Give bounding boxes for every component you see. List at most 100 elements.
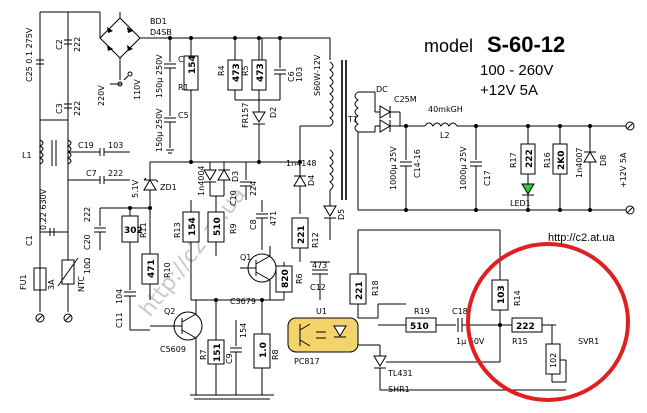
r7-value: 151 bbox=[213, 343, 223, 362]
r13-value: 154 bbox=[188, 217, 198, 236]
c17-label: C17 bbox=[483, 170, 492, 186]
sw-110-label: 110V bbox=[133, 79, 142, 100]
zd1-value: 5.1V bbox=[131, 179, 140, 198]
led1-label: LED1 bbox=[510, 199, 531, 208]
r5-label: R5 bbox=[241, 65, 250, 76]
r1-value: 154 bbox=[188, 55, 198, 74]
tl431-label: TL431 bbox=[387, 369, 413, 378]
fu1-value: 3A bbox=[47, 279, 56, 290]
c6-value: 103 bbox=[295, 67, 304, 82]
pc817-optocoupler bbox=[287, 317, 359, 353]
r4-value: 473 bbox=[232, 63, 242, 82]
r6-value: 820 bbox=[281, 269, 291, 288]
r15-value: 222 bbox=[516, 322, 535, 332]
r1-label: R1 bbox=[178, 83, 189, 92]
c3-value: 222 bbox=[73, 101, 82, 116]
c4-value: 150μ 250V bbox=[155, 54, 164, 98]
c9-label: C9 bbox=[225, 353, 234, 364]
d8-type: 1n4007 bbox=[575, 147, 584, 178]
ntc-label: NTC bbox=[77, 276, 86, 292]
l2-label: L2 bbox=[440, 131, 450, 140]
r12-value: 221 bbox=[297, 225, 307, 244]
d4-label: D4 bbox=[307, 175, 316, 186]
d3-label: D3 bbox=[231, 171, 240, 182]
r16-value: 2K0 bbox=[557, 151, 567, 171]
r9-value: 510 bbox=[213, 217, 223, 236]
output-rectifier bbox=[358, 92, 635, 215]
transformer-t1 bbox=[299, 60, 375, 210]
r8-label: R8 bbox=[271, 349, 280, 360]
r19-label: R19 bbox=[414, 307, 430, 316]
c14-value: 1000μ 25V bbox=[389, 146, 398, 190]
led1-icon bbox=[521, 183, 535, 195]
u1-label: U1 bbox=[316, 307, 327, 316]
r10-label: R10 bbox=[163, 262, 172, 278]
r12-label: R12 bbox=[311, 232, 320, 248]
c10-label: C10 bbox=[229, 190, 238, 206]
d8-label: D8 bbox=[599, 155, 608, 166]
c4-label: C4 bbox=[178, 55, 189, 64]
c20-label: C20 bbox=[83, 234, 92, 250]
c9-value: 154 bbox=[239, 323, 248, 338]
d5-label: D5 bbox=[337, 209, 346, 220]
c10-value: 224 bbox=[249, 181, 258, 196]
model-label: model bbox=[424, 36, 474, 56]
r14-value: 103 bbox=[497, 285, 507, 304]
r14-label: R14 bbox=[513, 290, 522, 306]
c25-label: C25 0.1 275V bbox=[25, 27, 34, 82]
bridge-rectifier bbox=[99, 12, 150, 87]
input-section bbox=[33, 11, 100, 323]
model-name: S-60-12 bbox=[487, 32, 566, 57]
c11-label: C11 bbox=[115, 312, 124, 328]
fu1-label: FU1 bbox=[19, 274, 28, 290]
r16-label: R16 bbox=[543, 152, 552, 168]
q1-label: Q1 bbox=[240, 253, 251, 262]
c1-value: 0.22 630V bbox=[39, 188, 48, 230]
c7-value: 222 bbox=[108, 169, 123, 178]
c12-label: C12 bbox=[310, 283, 326, 292]
c20-value: 222 bbox=[83, 207, 92, 222]
c8-label: C8 bbox=[249, 219, 258, 230]
r17-label: R17 bbox=[509, 152, 518, 168]
source-url: http://c2.at.ua bbox=[548, 232, 615, 244]
c19-label: C19 bbox=[78, 141, 94, 150]
input-range: 100 - 260V bbox=[480, 62, 554, 79]
r19-value: 510 bbox=[410, 322, 429, 332]
c17-value: 1000μ 25V bbox=[459, 146, 468, 190]
snubber-network bbox=[183, 38, 286, 162]
c7-label: C7 bbox=[86, 169, 97, 178]
dc-label: DC bbox=[376, 85, 388, 94]
r11-value: 302 bbox=[124, 226, 143, 236]
feedback-section bbox=[287, 229, 567, 391]
r18-label: R18 bbox=[371, 280, 380, 296]
q2-type: C5609 bbox=[160, 345, 186, 354]
c18-label: C18 bbox=[452, 307, 468, 316]
c5-value: 150μ 250V bbox=[155, 108, 164, 152]
c14-label: C14-16 bbox=[413, 149, 422, 178]
r5-value: 473 bbox=[256, 63, 266, 82]
u1-type: PC817 bbox=[294, 357, 320, 366]
r6-label: R6 bbox=[295, 273, 304, 284]
svr1-label: SVR1 bbox=[578, 337, 599, 346]
r7-label: R7 bbox=[199, 349, 208, 360]
c11-value: 104 bbox=[115, 289, 124, 304]
r15-label: R15 bbox=[512, 337, 528, 346]
bd1-type: D4SB bbox=[150, 28, 172, 37]
sw-220-label: 220V bbox=[97, 85, 106, 106]
output-spec: +12V 5A bbox=[480, 82, 538, 99]
c25m-label: C25M bbox=[394, 95, 417, 104]
c19-value: 103 bbox=[108, 141, 123, 150]
c2-label: C2 bbox=[55, 39, 64, 50]
c12-value: 473 bbox=[312, 261, 327, 270]
r18-value: 221 bbox=[355, 281, 365, 300]
output-label: +12V 5A bbox=[619, 152, 628, 188]
bd1-label: BD1 bbox=[150, 17, 167, 26]
r13-label: R13 bbox=[173, 222, 182, 238]
r9-label: R9 bbox=[229, 223, 238, 234]
q2-label: Q2 bbox=[164, 307, 175, 316]
r4-label: R4 bbox=[217, 65, 226, 76]
zd1-label: ZD1 bbox=[160, 183, 177, 192]
r11-label: R11 bbox=[139, 222, 148, 238]
